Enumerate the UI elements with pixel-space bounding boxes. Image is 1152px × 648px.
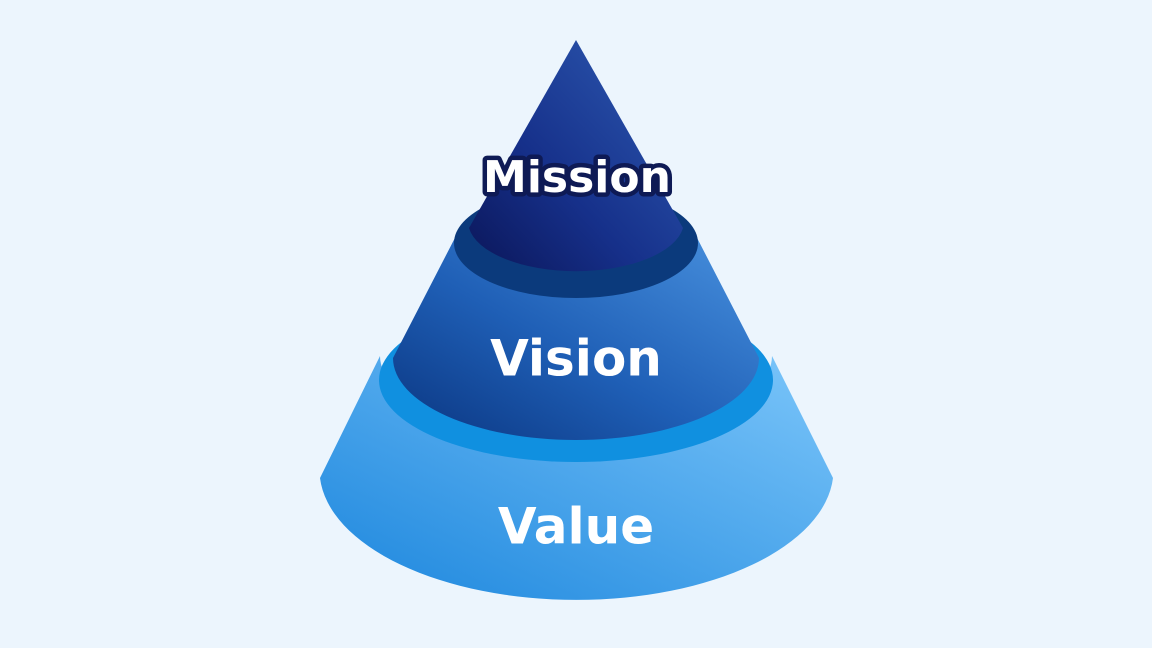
tier-vision-label: Vision [490,330,662,388]
tier-mission-body [469,40,683,272]
tier-value-label: Value [498,498,654,556]
tier-mission-label: Mission [483,152,671,203]
tier-mission [469,40,683,272]
tier-vision-body [393,232,759,440]
